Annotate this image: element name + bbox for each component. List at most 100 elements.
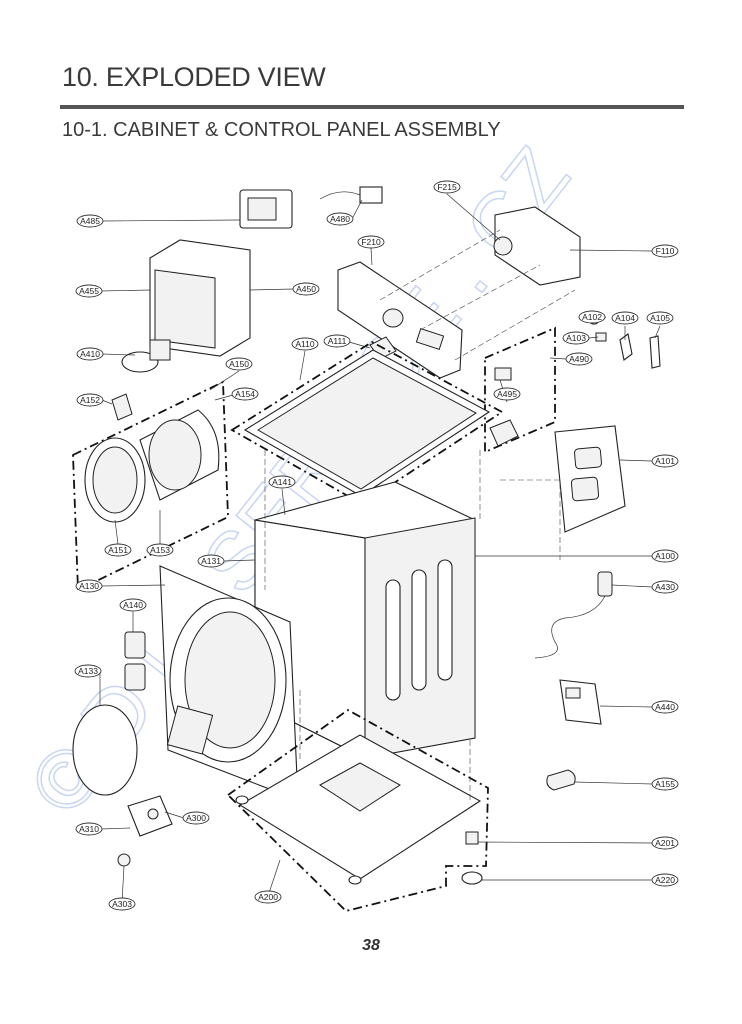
callout-a430: A430 (651, 580, 679, 594)
callout-a133: A133 (74, 664, 102, 678)
callout-a430-text: A430 (655, 582, 675, 592)
callout-a155: A155 (651, 777, 679, 791)
callout-a201-text: A201 (655, 838, 675, 848)
callout-a220: A220 (651, 873, 679, 887)
page-number: 38 (362, 937, 380, 954)
callout-a440: A440 (651, 700, 679, 714)
part-a150-door (72, 380, 229, 592)
part-a152 (111, 393, 133, 421)
callout-a310: A310 (75, 822, 103, 836)
callout-a141-text: A141 (272, 477, 292, 487)
callout-f210: F210 (357, 235, 385, 249)
part-a100-cabinet (254, 481, 476, 759)
callout-a303: A303 (108, 897, 136, 911)
callout-a104: A104 (611, 311, 639, 325)
callout-f210-text: F210 (361, 237, 381, 247)
part-a155 (546, 769, 576, 791)
callout-a151-text: A151 (108, 545, 128, 555)
part-a455-a450 (149, 239, 251, 357)
part-a303 (117, 853, 131, 867)
callout-a140-text: A140 (123, 600, 143, 610)
part-a410 (121, 339, 171, 373)
callout-a152-text: A152 (80, 395, 100, 405)
callout-a201: A201 (651, 836, 679, 850)
callout-a141: A141 (268, 475, 296, 489)
callout-a300-text: A300 (186, 813, 206, 823)
callout-a480: A480 (326, 212, 354, 226)
callout-a150-text: A150 (229, 359, 249, 369)
callout-a101-text: A101 (655, 456, 675, 466)
callout-a103-text: A103 (566, 333, 586, 343)
callout-a152: A152 (76, 393, 104, 407)
part-f210-control-panel (337, 261, 463, 379)
callout-a105: A105 (646, 311, 674, 325)
callout-a103: A103 (562, 331, 590, 345)
callout-a105-text: A105 (650, 313, 670, 323)
callout-f110-text: F110 (656, 246, 675, 256)
callout-a410: A410 (76, 347, 104, 361)
part-a101-rear-cover (554, 425, 626, 533)
part-a430-power-cord (534, 571, 613, 659)
part-feet (235, 795, 483, 885)
callout-a303-text: A303 (112, 899, 132, 909)
part-a133-ring (72, 704, 138, 796)
callout-a480-text: A480 (330, 214, 350, 224)
title-rule (60, 105, 684, 109)
callout-a111-text: A111 (328, 336, 347, 346)
callout-a485-text: A485 (80, 216, 100, 226)
callout-a450: A450 (292, 282, 320, 296)
page-title: 10. EXPLODED VIEW (62, 62, 326, 92)
callout-a101: A101 (651, 454, 679, 468)
guide-lines (264, 229, 576, 800)
part-a300-a310 (127, 795, 173, 837)
section-title: 10-1. CABINET & CONTROL PANEL ASSEMBLY (62, 119, 501, 141)
callout-a154: A154 (231, 387, 259, 401)
callout-a100-text: A100 (655, 551, 675, 561)
callout-a300: A300 (182, 811, 210, 825)
callout-a450-text: A450 (296, 284, 316, 294)
part-a110-top-plate (230, 340, 504, 506)
callout-a130-text: A130 (79, 581, 99, 591)
callout-a111: A111 (323, 334, 351, 348)
leader-lines (99, 193, 661, 904)
callout-a131: A131 (197, 554, 225, 568)
callout-a440-text: A440 (655, 702, 675, 712)
callout-a455: A455 (75, 284, 103, 298)
callout-a131-text: A131 (201, 556, 221, 566)
callout-a200: A200 (254, 890, 282, 904)
part-a140-hinges (124, 631, 146, 691)
callout-a104-text: A104 (615, 313, 635, 323)
callout-a200-text: A200 (258, 892, 278, 902)
callout-a490: A490 (565, 352, 593, 366)
callout-a154-text: A154 (235, 389, 255, 399)
callout-a455-text: A455 (79, 286, 99, 296)
callout-a153-text: A153 (150, 545, 170, 555)
callout-a155-text: A155 (655, 779, 675, 789)
callout-a410-text: A410 (80, 349, 100, 359)
part-a485 (239, 189, 293, 229)
callout-a133-text: A133 (78, 666, 98, 676)
callout-a310-text: A310 (79, 824, 99, 834)
part-a440 (559, 679, 602, 725)
callout-a490-text: A490 (569, 354, 589, 364)
callout-a495: A495 (493, 387, 521, 401)
callout-a220-text: A220 (655, 875, 675, 885)
callout-a495-text: A495 (497, 389, 517, 399)
part-f110-dispenser (493, 206, 581, 286)
callout-a485: A485 (76, 214, 104, 228)
callout-f110: F110 (651, 244, 679, 258)
callout-a100: A100 (651, 549, 679, 563)
callout-a102: A102 (578, 310, 606, 324)
callout-a150: A150 (225, 357, 253, 371)
callout-a140: A140 (119, 598, 147, 612)
callout-f215-text: F215 (437, 182, 457, 192)
part-a130-front-panel (159, 565, 299, 801)
callout-a110-text: A110 (295, 339, 314, 349)
callout-a130: A130 (75, 579, 103, 593)
callout-a153: A153 (146, 543, 174, 557)
part-a200-base (226, 708, 489, 912)
callout-f215: F215 (433, 180, 461, 194)
part-a490-a495 (484, 326, 556, 454)
callout-a151: A151 (104, 543, 132, 557)
